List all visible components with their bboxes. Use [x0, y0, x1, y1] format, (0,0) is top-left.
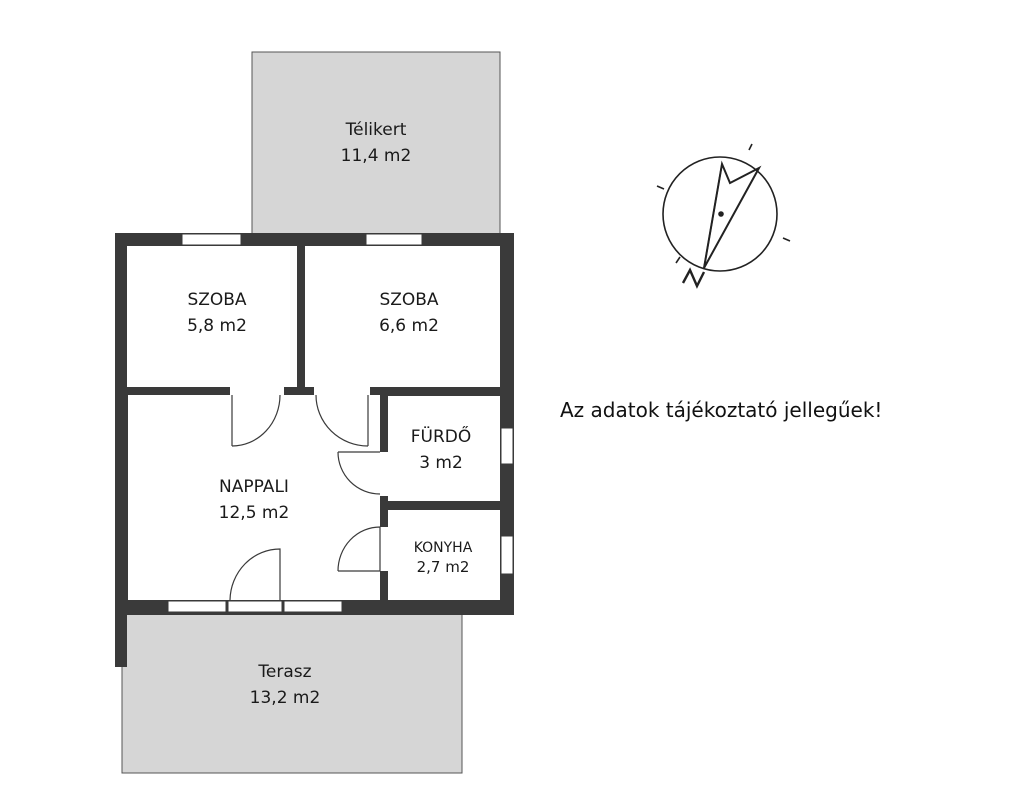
window-szoba-1	[181, 233, 242, 246]
telikert-area: 11,4 m2	[341, 146, 412, 166]
szoba-2-name: SZOBA	[379, 290, 438, 310]
room-szoba-1	[127, 246, 297, 387]
door-swings	[229, 394, 381, 601]
furdo-name: FÜRDŐ	[411, 425, 472, 447]
window-furdo	[500, 427, 514, 465]
konyha-area: 2,7 m2	[417, 558, 470, 576]
window-szoba-2	[365, 233, 423, 246]
terrace-area	[121, 612, 463, 774]
room-furdo	[388, 396, 500, 501]
door-opening-szoba-1	[230, 387, 284, 395]
room-konyha	[388, 510, 500, 600]
furdo-area: 3 m2	[419, 453, 463, 473]
terasz-name: Terasz	[257, 662, 311, 682]
window-terrace-1	[167, 600, 227, 613]
door-opening-konyha	[380, 527, 388, 571]
window-terrace-2	[227, 600, 283, 613]
szoba-2-area: 6,6 m2	[379, 316, 439, 336]
terrace-side-wall	[115, 610, 127, 667]
disclaimer-note: Az adatok tájékoztató jellegűek!	[560, 398, 882, 422]
szoba-1-area: 5,8 m2	[187, 316, 247, 336]
room-szoba-2	[305, 246, 500, 387]
door-opening-furdo	[380, 452, 388, 496]
terasz-area: 13,2 m2	[250, 688, 321, 708]
door-swing-szoba-1	[231, 394, 281, 447]
window-terrace-3	[283, 600, 343, 613]
door-opening-szoba-2	[314, 387, 370, 395]
winter-garden-area	[251, 51, 501, 236]
konyha-name: KONYHA	[414, 540, 473, 556]
room-nappali	[128, 395, 380, 600]
windows	[167, 233, 514, 613]
nappali-area: 12,5 m2	[219, 503, 290, 523]
door-swing-furdo	[337, 451, 381, 495]
door-swing-szoba-2	[315, 394, 369, 447]
window-konyha	[500, 535, 514, 575]
door-swing-terrace	[229, 548, 281, 601]
room-labels: Télikert 11,4 m2 SZOBA 5,8 m2 SZOBA 6,6 …	[187, 120, 473, 708]
north-arrow-icon	[656, 143, 791, 289]
door-swing-konyha	[337, 526, 381, 572]
door-openings	[230, 387, 388, 571]
szoba-1-name: SZOBA	[187, 290, 246, 310]
nappali-name: NAPPALI	[219, 477, 289, 497]
telikert-name: Télikert	[345, 120, 407, 140]
